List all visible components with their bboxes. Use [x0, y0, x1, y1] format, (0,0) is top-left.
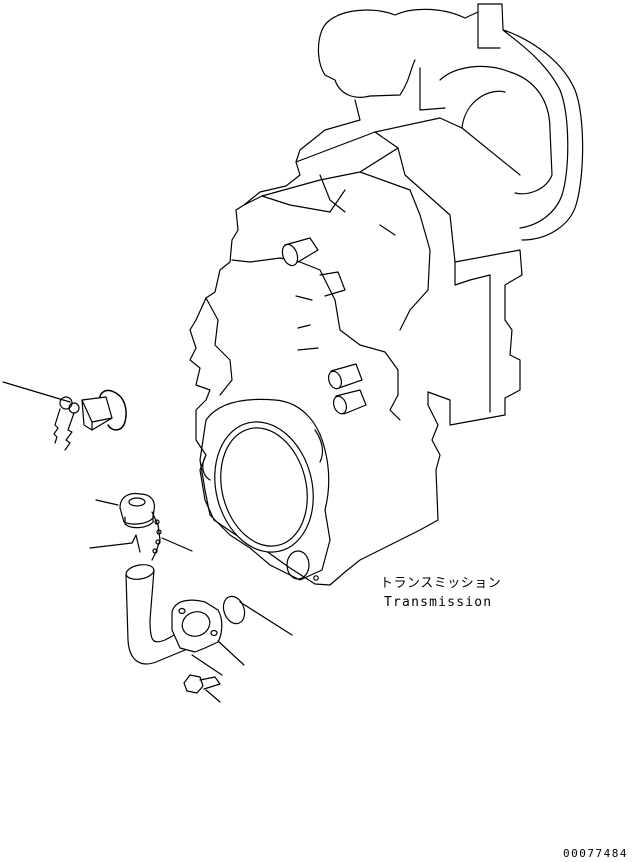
drawing-number: 00077484: [563, 847, 628, 860]
filler-tube: [89, 534, 245, 666]
part-name-en: Transmission: [384, 595, 492, 610]
filler-cap: [95, 492, 193, 561]
padlock-with-keys: [2, 381, 127, 451]
bolt: [183, 654, 223, 703]
o-ring-plug: [222, 595, 293, 636]
part-name-jp: トランスミッション: [380, 576, 501, 591]
transmission-housing: [189, 3, 584, 586]
